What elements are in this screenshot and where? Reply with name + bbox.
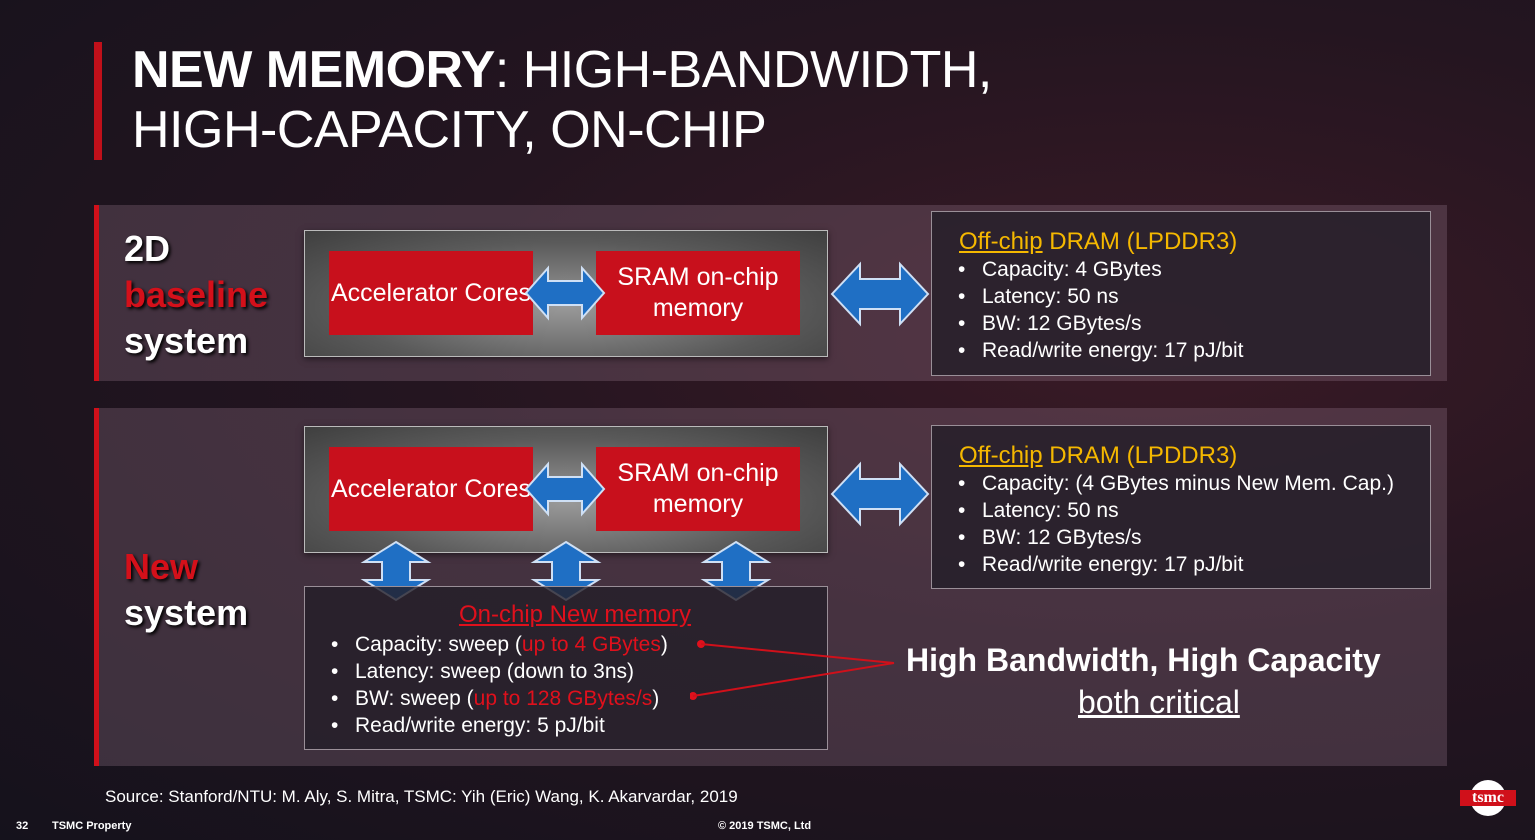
source-citation: Source: Stanford/NTU: M. Aly, S. Mitra, … [105,787,738,806]
list-item: BW: sweep (up to 128 GBytes/s) [331,685,668,712]
list-item: Latency: 50 ns [958,283,1243,310]
new-core-sram-arrow-icon [524,461,606,517]
onchip-memory-heading: On-chip New memory [458,601,692,628]
page-number: 32 [16,820,29,832]
callout-connector-lines [690,640,895,700]
baseline-dram-heading: Off-chip DRAM (LPDDR3) [959,228,1238,255]
list-item: BW: 12 GBytes/s [958,524,1394,551]
list-item: Read/write energy: 17 pJ/bit [958,551,1394,578]
list-item: Capacity: 4 GBytes [958,256,1243,283]
title-bold: NEW MEMORY [132,41,495,99]
tsmc-logo: tsmc [1458,778,1518,822]
new-accelerator-cores: Accelerator Cores [329,447,533,531]
callout-subline: both critical [1078,684,1240,720]
baseline-label: 2D baseline system [124,228,269,361]
baseline-panel-bar [94,205,99,381]
title-line2: HIGH-CAPACITY, ON-CHIP [132,101,767,159]
baseline-accelerator-cores: Accelerator Cores [329,251,533,335]
baseline-dram-box: Off-chip DRAM (LPDDR3) Capacity: 4 GByte… [931,211,1431,376]
title-accent-bar [94,42,102,160]
new-system-panel-bar [94,408,99,766]
list-item: Latency: 50 ns [958,497,1394,524]
new-dram-arrow-icon [830,461,930,527]
new-dram-list: Capacity: (4 GBytes minus New Mem. Cap.)… [958,470,1394,578]
list-item: Capacity: (4 GBytes minus New Mem. Cap.) [958,470,1394,497]
baseline-core-sram-arrow-icon [524,265,606,321]
property-label: TSMC Property [52,820,132,832]
baseline-dram-arrow-icon [830,261,930,327]
new-dram-box: Off-chip DRAM (LPDDR3) Capacity: (4 GByt… [931,425,1431,589]
slide-title: NEW MEMORY: HIGH-BANDWIDTH, HIGH-CAPACIT… [132,40,992,160]
title-line1-rest: : HIGH-BANDWIDTH, [494,41,993,99]
new-dram-heading: Off-chip DRAM (LPDDR3) [959,442,1238,469]
new-sram: SRAM on-chip memory [596,447,800,531]
new-system-label: New system [124,546,249,633]
onchip-memory-box: On-chip New memory Capacity: sweep (up t… [304,586,828,750]
callout-headline: High Bandwidth, High Capacity [906,642,1381,678]
baseline-sram: SRAM on-chip memory [596,251,800,335]
list-item: Read/write energy: 5 pJ/bit [331,712,668,739]
baseline-dram-list: Capacity: 4 GBytes Latency: 50 ns BW: 12… [958,256,1243,364]
list-item: Latency: sweep (down to 3ns) [331,658,668,685]
list-item: Capacity: sweep (up to 4 GBytes) [331,631,668,658]
list-item: Read/write energy: 17 pJ/bit [958,337,1243,364]
copyright: © 2019 TSMC, Ltd [718,820,812,832]
onchip-memory-list: Capacity: sweep (up to 4 GBytes) Latency… [331,631,668,739]
list-item: BW: 12 GBytes/s [958,310,1243,337]
